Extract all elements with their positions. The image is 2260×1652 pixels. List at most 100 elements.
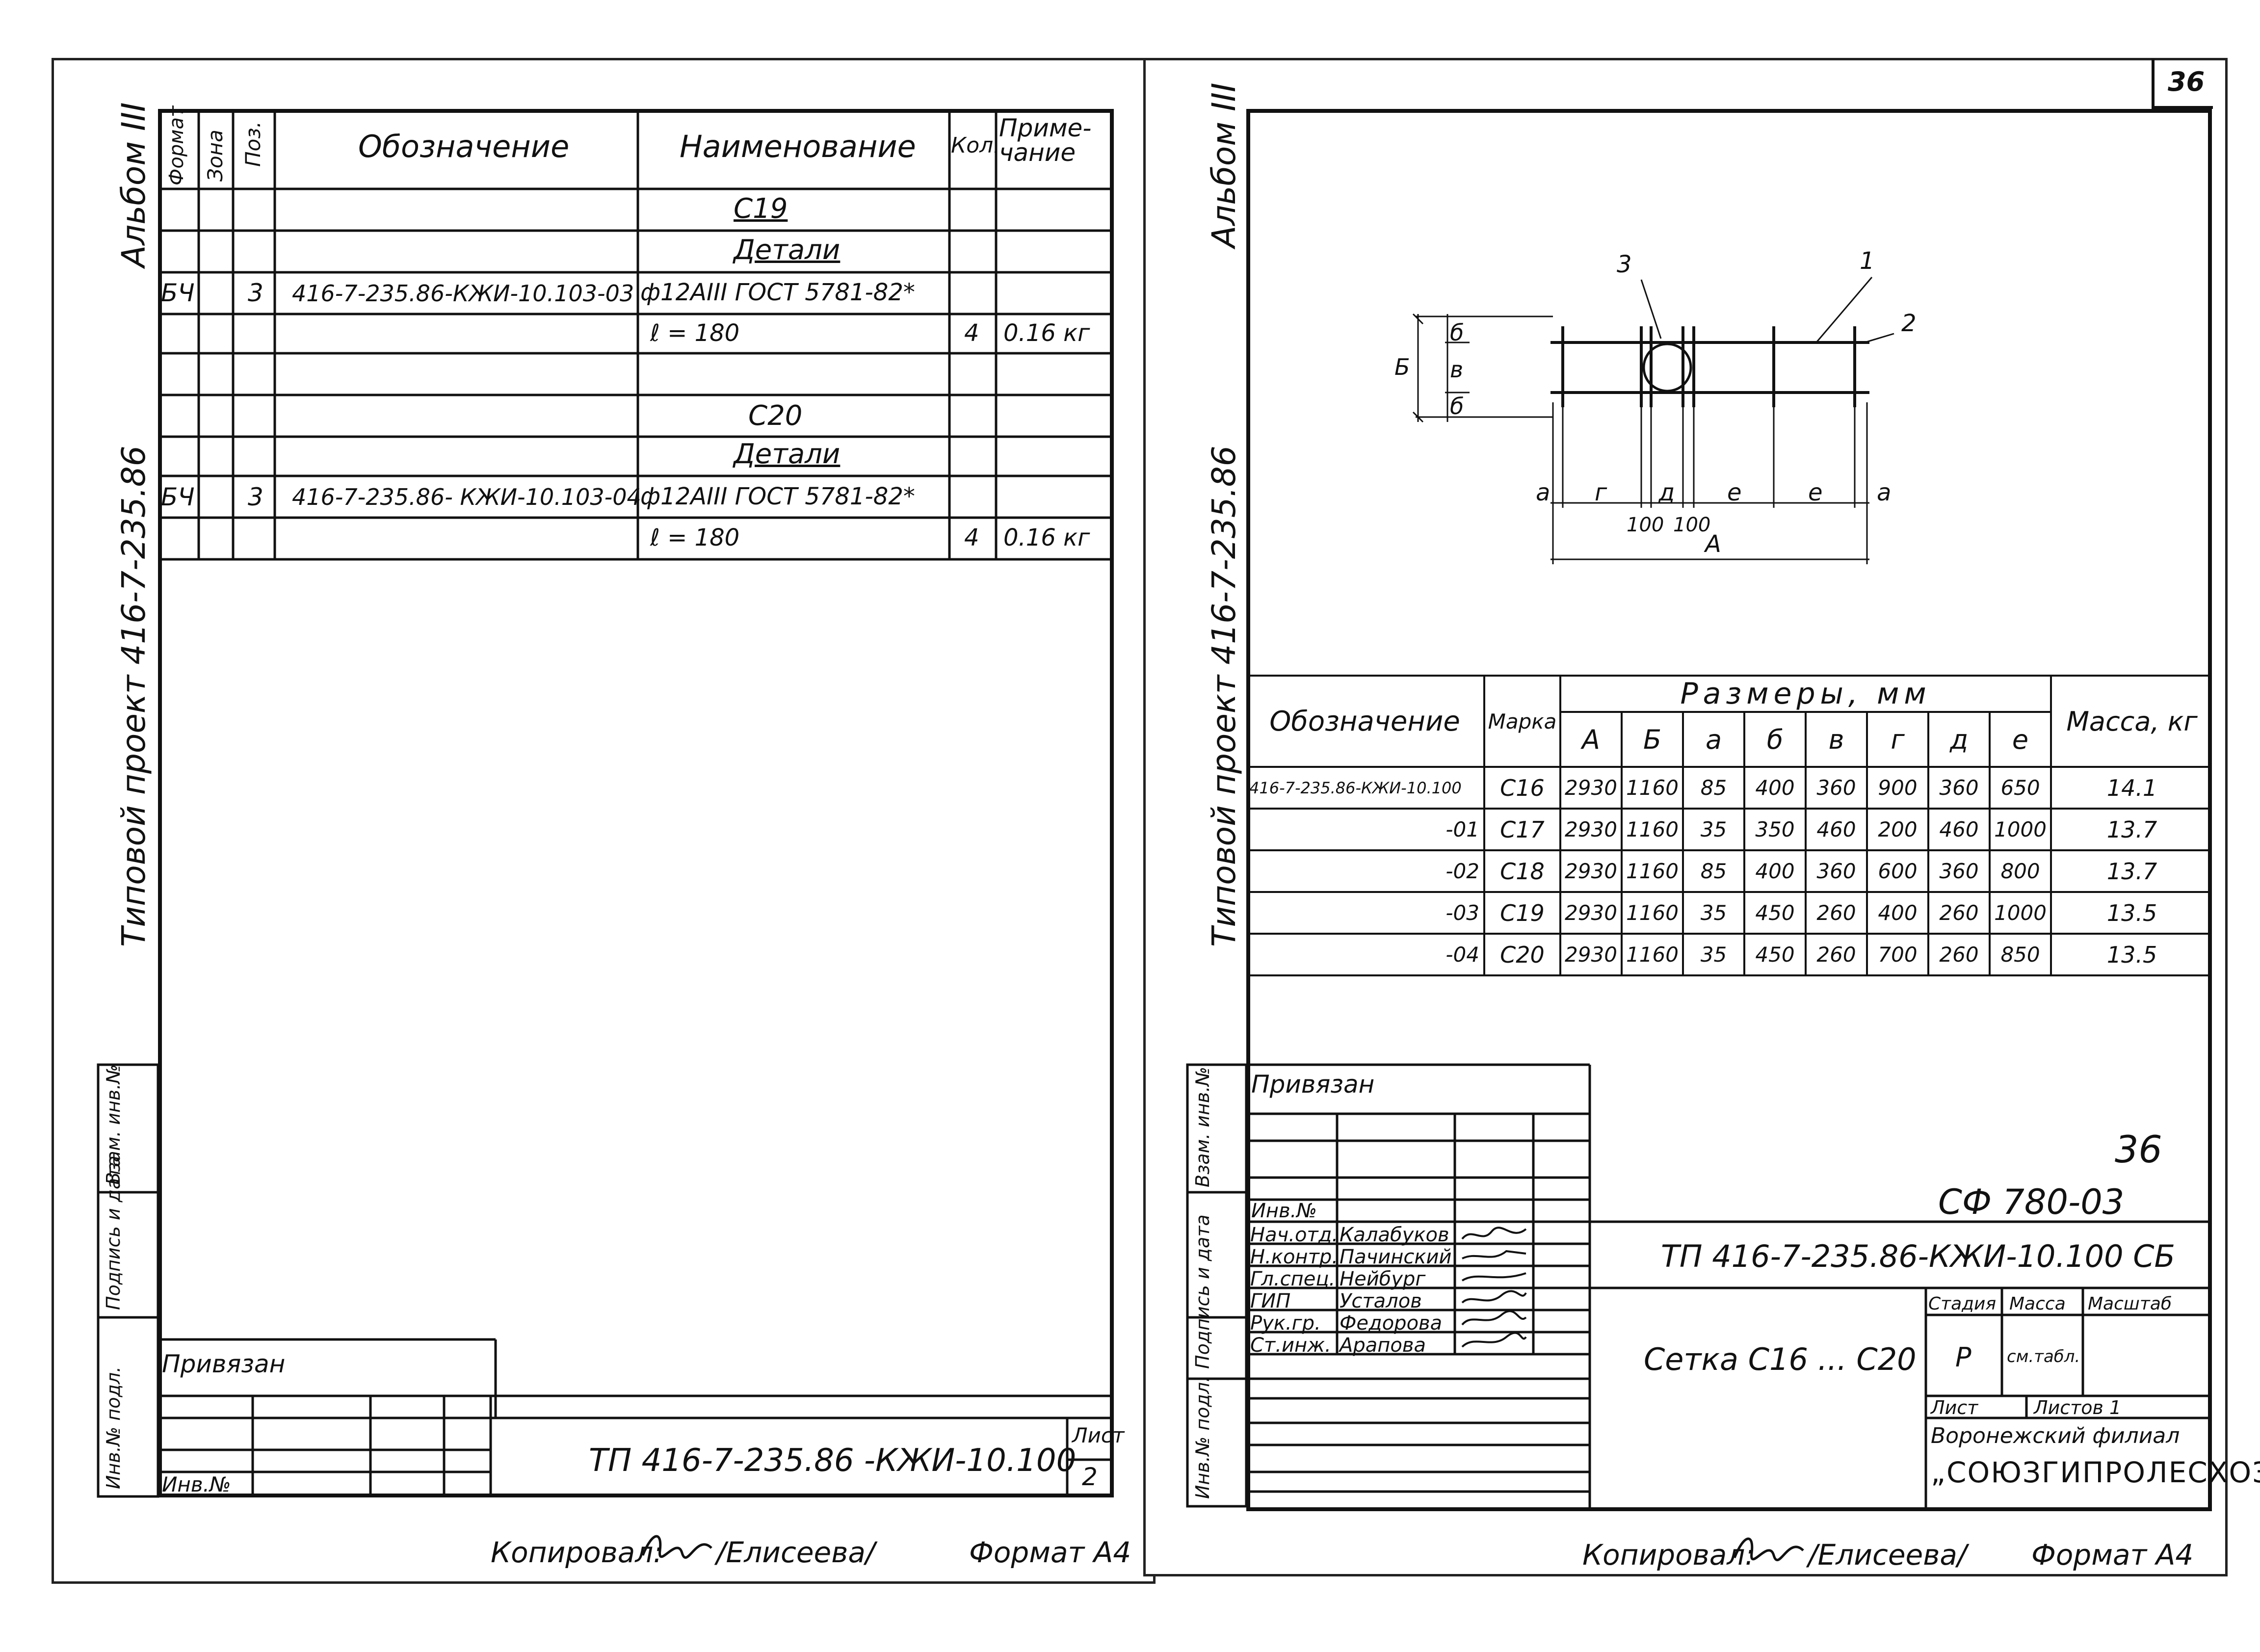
signer-role: Ст.инж. [1250,1334,1331,1357]
table-row: -04 С20 2930 1160 35 450 260 700 260 850… [1246,933,2212,976]
dims-cell: 400 [1866,891,1929,935]
col-format-header: Формат [165,105,188,185]
dims-cell: 400 [1743,766,1807,810]
dims-cell: 2930 [1559,849,1623,893]
signer-role: Гл.спец. [1250,1268,1336,1290]
dims-cell: 260 [1927,891,1991,935]
dim-label-e1: е [1727,479,1742,506]
signatures-handwritten [1461,1227,1527,1348]
org-line-2: „СОЮЗГИПРОЛЕСХОЗ“ [1931,1456,2260,1489]
spec-row3-designation: 416-7-235.86-КЖИ-10.103-03 [292,280,634,307]
spec-row4-note: 0.16 кг [1003,319,1090,347]
stage-label: Стадия [1928,1294,1997,1314]
dims-cell: 450 [1743,933,1807,976]
left-frame [158,109,1114,1497]
dims-cell: 700 [1866,933,1929,976]
mass-label: Масса [2009,1294,2066,1314]
right-stamp-sign-date: Подпись и дата [1192,1214,1213,1369]
spec-row3-pos: 3 [248,279,263,307]
dims-cell: 260 [1805,891,1868,935]
signer-name: Арапова [1340,1334,1426,1357]
dim-label-g: г [1595,479,1607,506]
table-row: 416-7-235.86-КЖИ-10.100 С16 2930 1160 85… [1246,766,2212,810]
dims-cell-mark: С19 [1483,891,1561,935]
left-doc-code: ТП 416-7-235.86 -КЖИ-10.100 [589,1442,1077,1479]
left-sheet-label: Лист [1072,1423,1125,1447]
dims-cell: 350 [1743,808,1807,851]
dims-cell: 800 [1988,849,2052,893]
left-stamp-vzam: Взам. инв.№ [103,1064,124,1185]
right-format-label: Формат А4 [2031,1538,2194,1572]
signer-role: ГИП [1250,1290,1291,1312]
drawing-pos-3: 3 [1617,251,1632,278]
left-privyazan: Привязан [162,1350,286,1378]
dims-cell-mass: 13.5 [2050,891,2212,935]
dims-cell: 260 [1927,933,1991,976]
col-qty-header: Кол. [951,133,1000,158]
handwritten-code: СФ 780-03 [1938,1182,2125,1222]
dim-label-b2: б [1450,393,1464,420]
drawing-pos-1: 1 [1860,247,1875,275]
dims-cell-mass: 13.7 [2050,849,2212,893]
table-row: -01 С17 2930 1160 35 350 460 200 460 100… [1246,808,2212,851]
dim-label-v: в [1450,356,1464,383]
dims-cell: 460 [1927,808,1991,851]
spec-row3-format: БЧ [161,279,195,307]
left-sheet-no: 2 [1082,1463,1098,1491]
dim-label-A: А [1705,530,1721,558]
dims-cell-mass: 14.1 [2050,766,2212,810]
dims-cell-mass: 13.5 [2050,933,2212,976]
col-designation-header: Обозначение [358,129,570,164]
dims-cell: 1160 [1621,849,1684,893]
left-copier-name: /Елисеева/ [716,1536,875,1569]
dims-cell: 35 [1682,891,1745,935]
dim-label-100b: 100 [1673,514,1711,536]
spec-row4-name: ℓ = 180 [650,319,740,347]
signer-name: Федорова [1340,1312,1443,1335]
stage-value: Р [1955,1342,1971,1373]
dims-cell-designation: -04 [1246,933,1485,976]
dims-cell-mark: С20 [1483,933,1561,976]
dims-cell: 650 [1988,766,2052,810]
left-copied-label: Копировал: [491,1536,663,1569]
dims-cell-designation: -01 [1246,808,1485,851]
dims-cell: 2930 [1559,933,1623,976]
right-doc-code: ТП 416-7-235.86-КЖИ-10.100 СБ [1661,1238,2176,1274]
dim-label-a2: а [1877,479,1892,506]
left-copier-signature [641,1535,712,1559]
dims-col-d: д [1927,711,1991,768]
dims-col-v: в [1805,711,1868,768]
dims-cell: 1160 [1621,808,1684,851]
spec-row8-format: БЧ [161,483,195,511]
dims-cell: 2930 [1559,891,1623,935]
mass-value: см.табл. [2007,1347,2080,1366]
right-inv-no: Инв.№ [1251,1200,1317,1222]
dims-header-group: Размеры, мм [1559,675,2052,713]
right-album-label: Альбом III [1205,82,1243,248]
dims-cell: 850 [1988,933,2052,976]
spec-c19-title: С19 [734,193,788,225]
dims-cell: 1000 [1988,891,2052,935]
table-row: -02 С18 2930 1160 85 400 360 600 360 800… [1246,849,2212,893]
dim-label-100a: 100 [1627,514,1664,536]
table-row: -03 С19 2930 1160 35 450 260 400 260 100… [1246,891,2212,935]
dims-cell: 360 [1805,849,1868,893]
dims-col-g: г [1866,711,1929,768]
dims-cell-mark: С16 [1483,766,1561,810]
dims-cell: 1160 [1621,933,1684,976]
dims-header-mark: Марка [1483,675,1561,768]
dims-cell: 85 [1682,766,1745,810]
col-name-header: Наименование [680,129,916,164]
dims-cell: 200 [1866,808,1929,851]
dims-cell: 460 [1805,808,1868,851]
dims-cell: 360 [1805,766,1868,810]
dims-cell: 1160 [1621,766,1684,810]
dims-cell: 2930 [1559,808,1623,851]
dims-col-b: б [1743,711,1807,768]
dims-cell: 35 [1682,933,1745,976]
signer-name: Калабуков [1340,1224,1449,1246]
page-number: 36 [2168,66,2205,97]
dims-cell: 1000 [1988,808,2052,851]
dims-cell: 360 [1927,849,1991,893]
left-format-label: Формат А4 [969,1536,1131,1569]
